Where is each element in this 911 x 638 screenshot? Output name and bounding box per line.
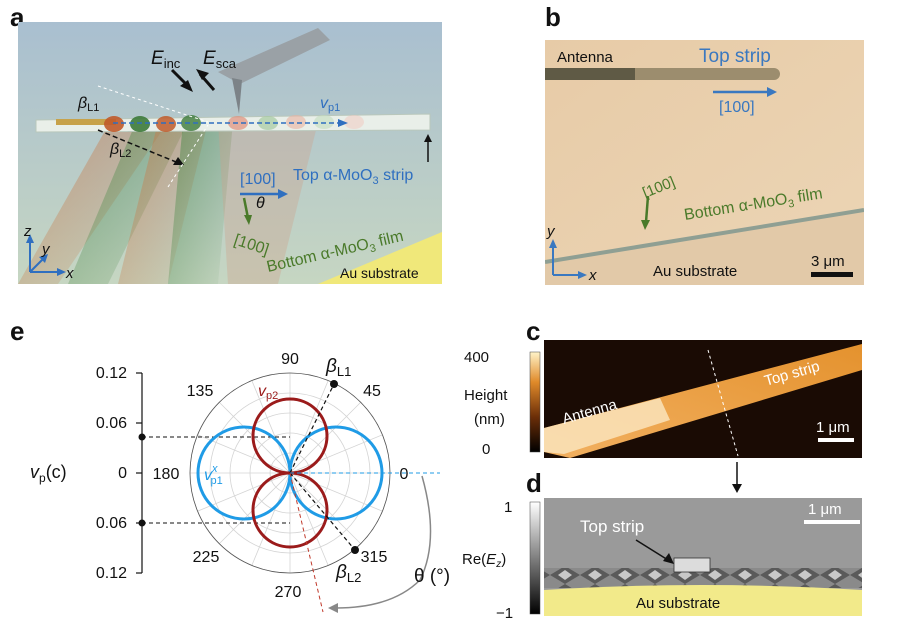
angle-270: 270 xyxy=(275,584,302,601)
axis-x: x xyxy=(588,267,597,284)
panel-d-simulation: 1 −1 Re(Ez) Top strip 1 μm Au substrate xyxy=(462,498,862,620)
y-tick-3: 0.06 xyxy=(96,515,127,532)
panel-c-afm: 400 0 Height (nm) Antenna Top strip 1 μm xyxy=(464,340,862,458)
svg-text:vp1: vp1 xyxy=(320,95,340,114)
panel-b-letter: b xyxy=(545,2,561,32)
antenna-label: Antenna xyxy=(557,49,614,66)
axis-x: x xyxy=(65,265,74,282)
beta-l1-label: β xyxy=(77,95,87,112)
beta-l1-label: βL1 xyxy=(325,356,351,379)
angle-180: 180 xyxy=(153,466,180,483)
y-tick-2: 0 xyxy=(118,465,127,482)
angle-90: 90 xyxy=(281,351,299,368)
beta-l2-label: β xyxy=(109,141,119,158)
angle-315: 315 xyxy=(361,549,388,566)
y-axis-label: vp(c) xyxy=(30,462,67,485)
axis-y: y xyxy=(546,223,556,240)
svg-text:βL2: βL2 xyxy=(109,141,131,160)
top-strip-label: Top strip xyxy=(699,46,771,67)
panel-e-polar-plot: 0.12 0.06 0 0.06 0.12 vp(c) 90 4 xyxy=(30,351,450,613)
colorbar-label-height: Height xyxy=(464,387,508,404)
scale-bar-label: 1 μm xyxy=(816,419,850,436)
panel-a-illustration: Einc Esca vp1 βL1 βL2 Top α-MoO3 strip [… xyxy=(18,22,442,284)
svg-text:βL1: βL1 xyxy=(77,95,99,114)
side-view-arrow xyxy=(732,462,742,493)
theta-axis-label: θ (°) xyxy=(414,566,450,587)
axis-y: y xyxy=(41,241,51,258)
axis-z: z xyxy=(23,223,32,240)
y-tick-1: 0.06 xyxy=(96,415,127,432)
vp2-label: vp2 xyxy=(258,383,278,402)
e-inc-label: E xyxy=(151,48,164,69)
colorbar-label-unit: (nm) xyxy=(474,411,505,428)
angle-45: 45 xyxy=(363,383,381,400)
angle-0: 0 xyxy=(400,466,409,483)
y-tick-4: 0.12 xyxy=(96,565,127,582)
colorbar-max: 400 xyxy=(464,349,489,366)
au-substrate-label: Au substrate xyxy=(653,263,737,280)
svg-text:Einc: Einc xyxy=(151,48,181,71)
top-strip-label: Top strip xyxy=(580,517,644,536)
au-substrate-label: Au substrate xyxy=(636,595,720,612)
angle-135: 135 xyxy=(187,383,214,400)
panel-b-micrograph: Antenna Top strip [100] [100] Bottom α-M… xyxy=(545,40,864,285)
angle-225: 225 xyxy=(193,549,220,566)
colorbar-min: −1 xyxy=(496,605,513,620)
panel-d-letter: d xyxy=(526,468,542,498)
panel-e-letter: e xyxy=(10,316,25,346)
top-strip-label: Top α-MoO3 strip xyxy=(293,167,413,187)
theta-label: θ xyxy=(256,195,265,212)
svg-text:Esca: Esca xyxy=(203,48,237,71)
beta-l2-label: βL2 xyxy=(335,562,361,585)
y-tick-0: 0.12 xyxy=(96,365,127,382)
colorbar-min: 0 xyxy=(482,441,490,458)
dir-100-blue: [100] xyxy=(240,171,276,188)
scale-bar-label: 1 μm xyxy=(808,501,842,518)
v-p1-label: v xyxy=(320,95,329,112)
e-sca-label: E xyxy=(203,48,216,69)
dir-100-blue: [100] xyxy=(719,99,755,116)
scale-bar-label: 3 μm xyxy=(811,253,845,270)
colorbar-label: Re(Ez) xyxy=(462,551,506,570)
au-substrate-label: Au substrate xyxy=(340,265,419,281)
colorbar-max: 1 xyxy=(504,499,512,516)
panel-c-letter: c xyxy=(526,316,541,346)
